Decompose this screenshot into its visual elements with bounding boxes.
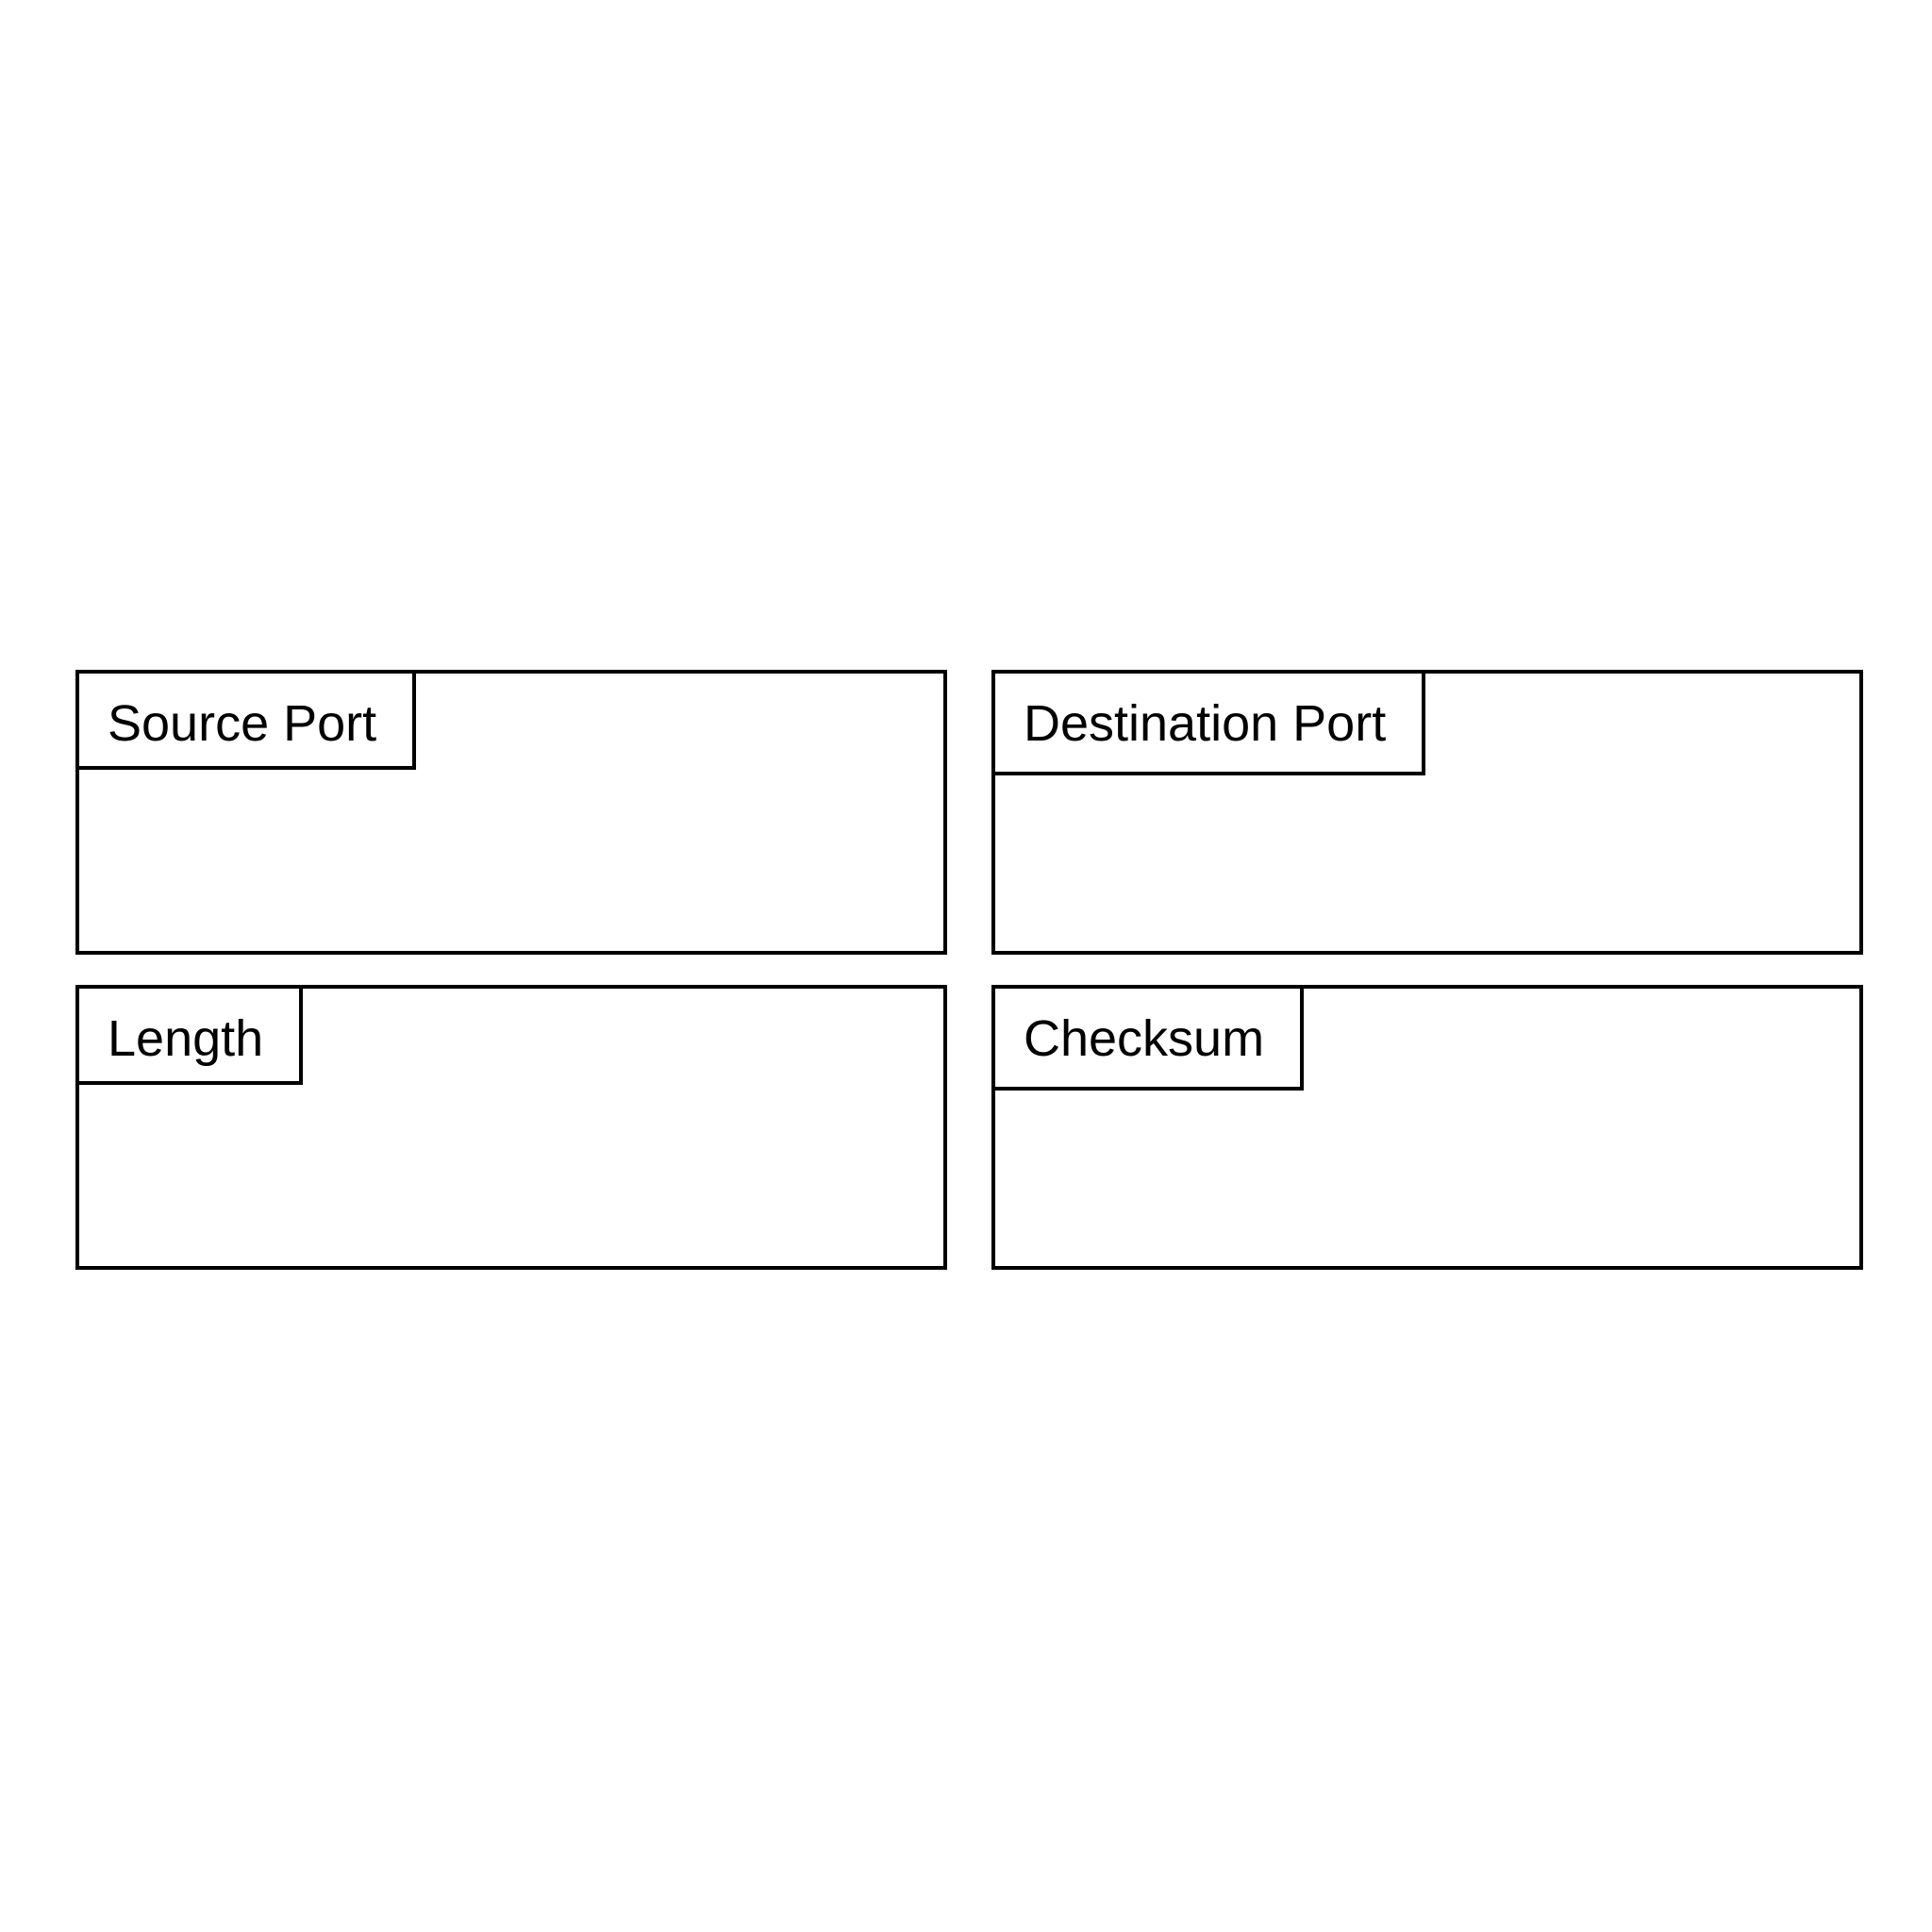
field-box-checksum: Checksum (991, 985, 1863, 1270)
field-label-checksum: Checksum (991, 985, 1305, 1091)
field-label-source-port: Source Port (75, 670, 417, 770)
field-label-length: Length (75, 985, 304, 1085)
field-box-destination-port: Destination Port (991, 670, 1863, 955)
field-box-source-port: Source Port (75, 670, 947, 955)
field-box-length: Length (75, 985, 947, 1270)
field-label-destination-port: Destination Port (991, 670, 1426, 775)
